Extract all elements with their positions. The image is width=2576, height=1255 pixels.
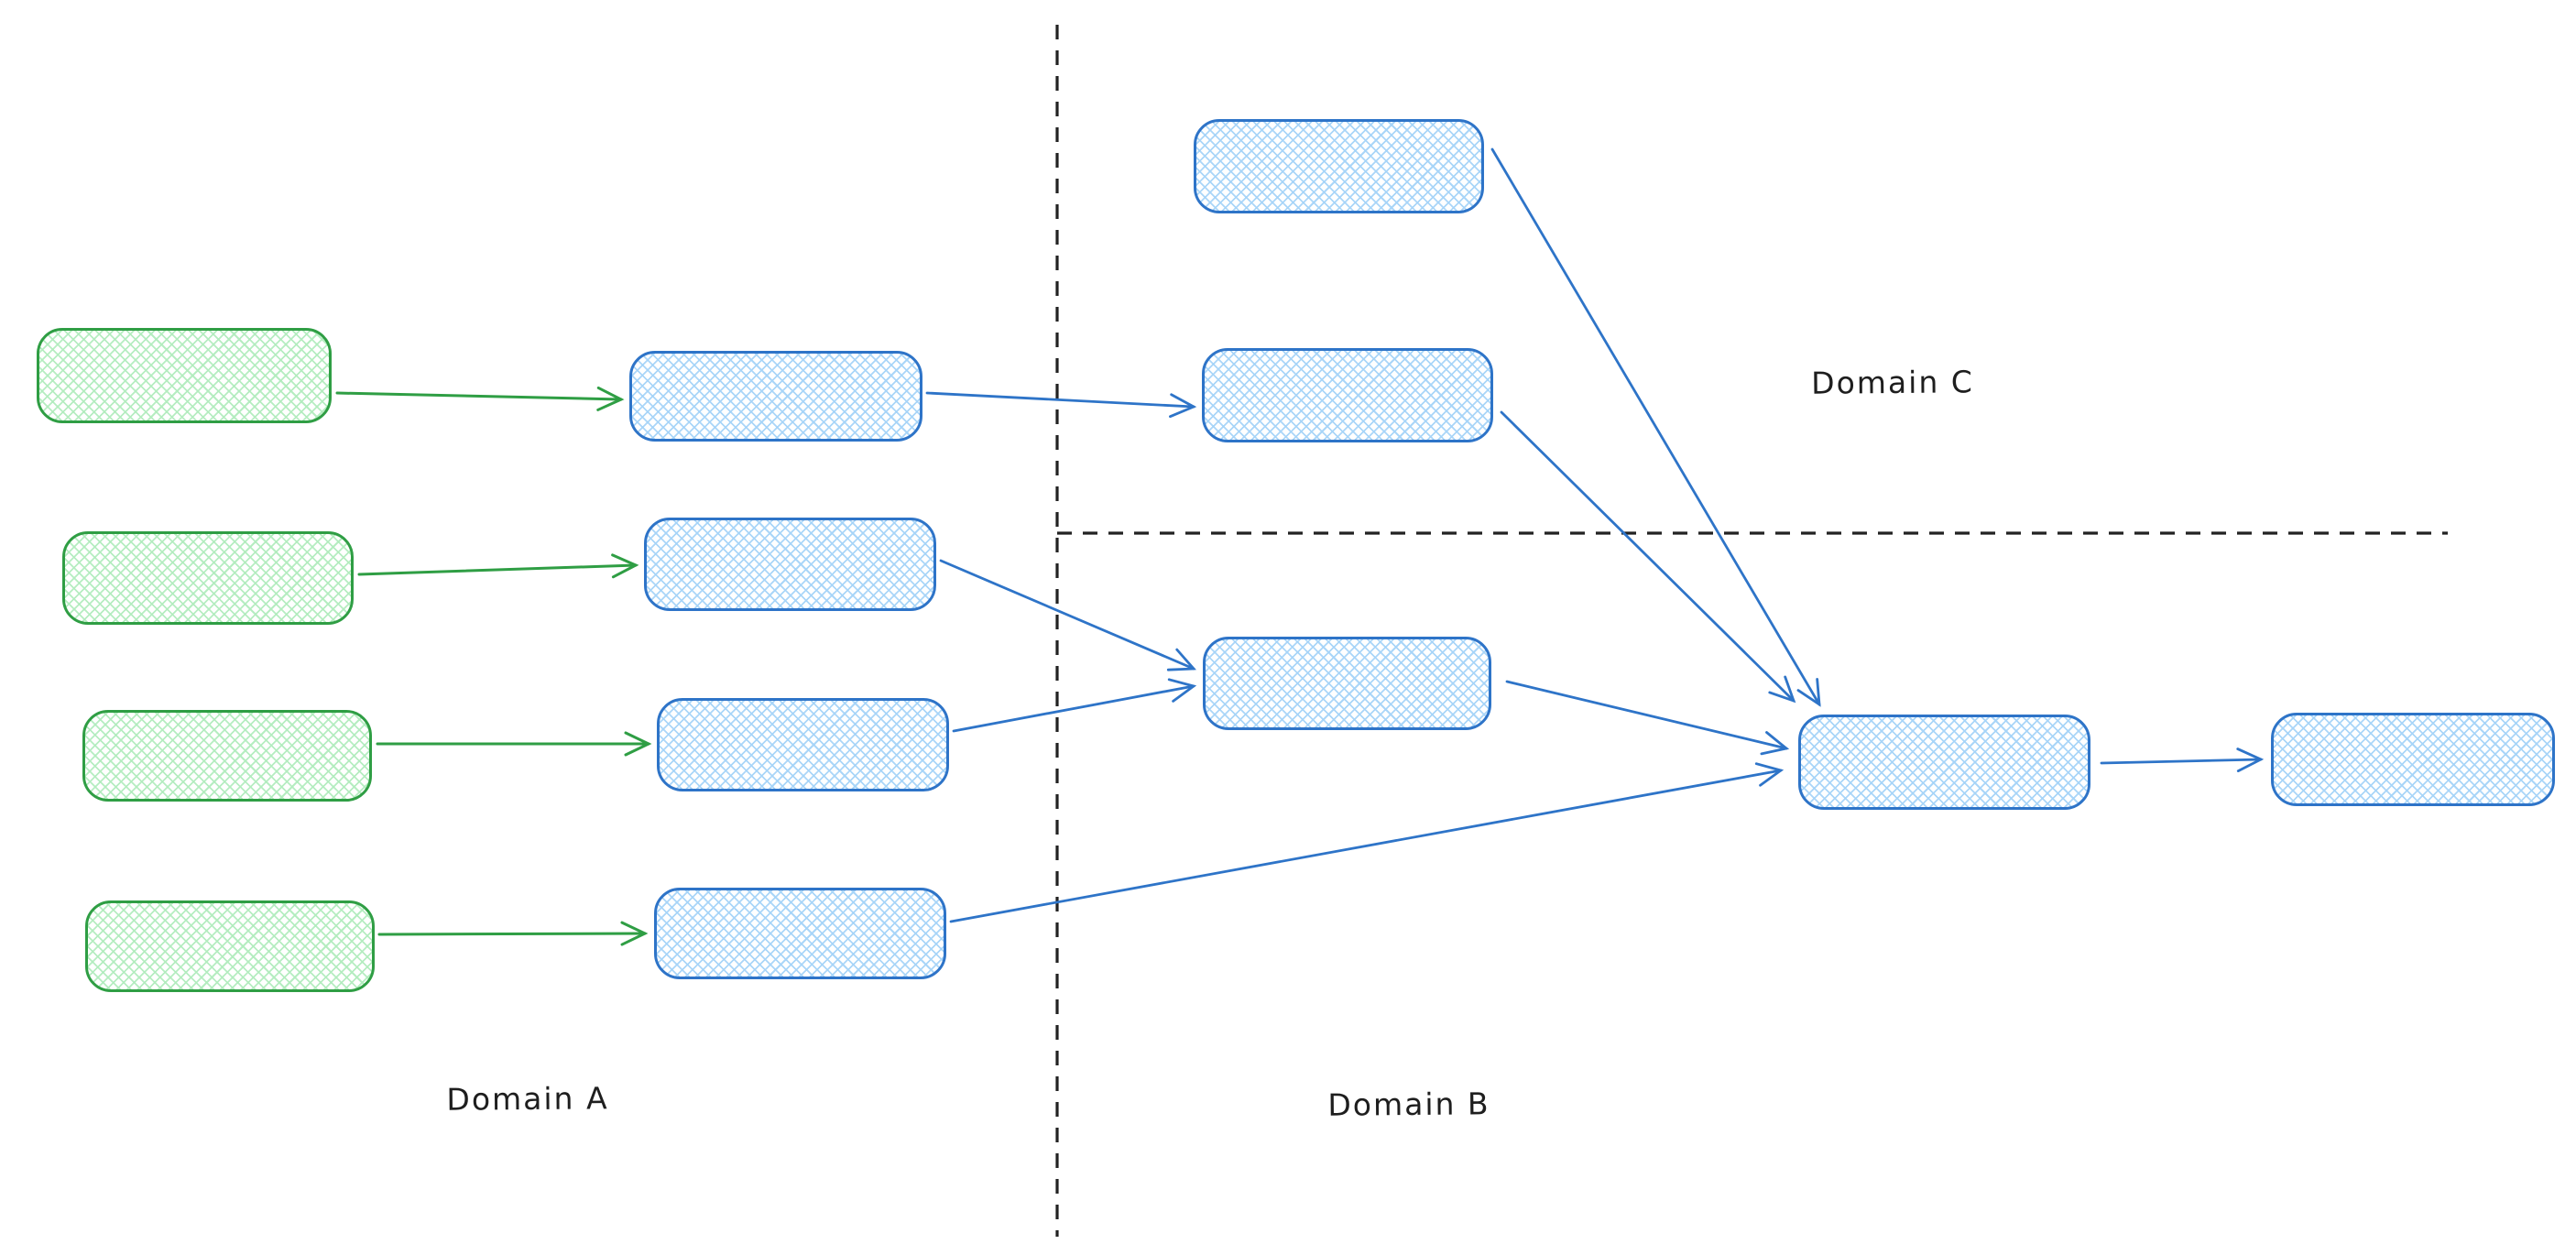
label-domain-a: Domain A	[446, 1080, 609, 1118]
arrow-a3-b3	[952, 678, 1197, 733]
arrow-b2-c1	[1500, 410, 1796, 704]
arrow-group	[335, 147, 2265, 946]
arrow-g1-a1	[335, 386, 625, 411]
box-blue-c2	[2271, 713, 2555, 806]
arrow-a4-c1	[949, 762, 1785, 923]
box-blue-a2	[644, 518, 936, 611]
box-green-4	[85, 900, 375, 992]
arrow-b3-c1	[1505, 680, 1790, 756]
arrow-g2-a2	[357, 553, 639, 579]
box-blue-b3	[1203, 637, 1491, 730]
box-green-2	[62, 531, 354, 625]
box-blue-a4	[654, 888, 946, 979]
label-domain-c: Domain C	[1811, 364, 1974, 401]
domain-dividers	[1055, 25, 2448, 1237]
box-blue-a1	[629, 351, 922, 442]
arrow-g4-a4	[377, 921, 649, 946]
box-blue-c1	[1798, 715, 2090, 810]
arrow-c1-c2	[2100, 748, 2265, 772]
box-blue-a3	[657, 698, 949, 791]
box-green-3	[82, 710, 372, 802]
label-domain-b: Domain B	[1327, 1086, 1490, 1123]
arrow-a1-b2	[925, 391, 1197, 419]
box-blue-b1	[1194, 119, 1484, 213]
box-blue-b2	[1202, 348, 1493, 442]
arrow-a2-b3	[939, 559, 1196, 671]
box-green-1	[37, 328, 332, 423]
arrow-b1-c1	[1490, 147, 1821, 707]
